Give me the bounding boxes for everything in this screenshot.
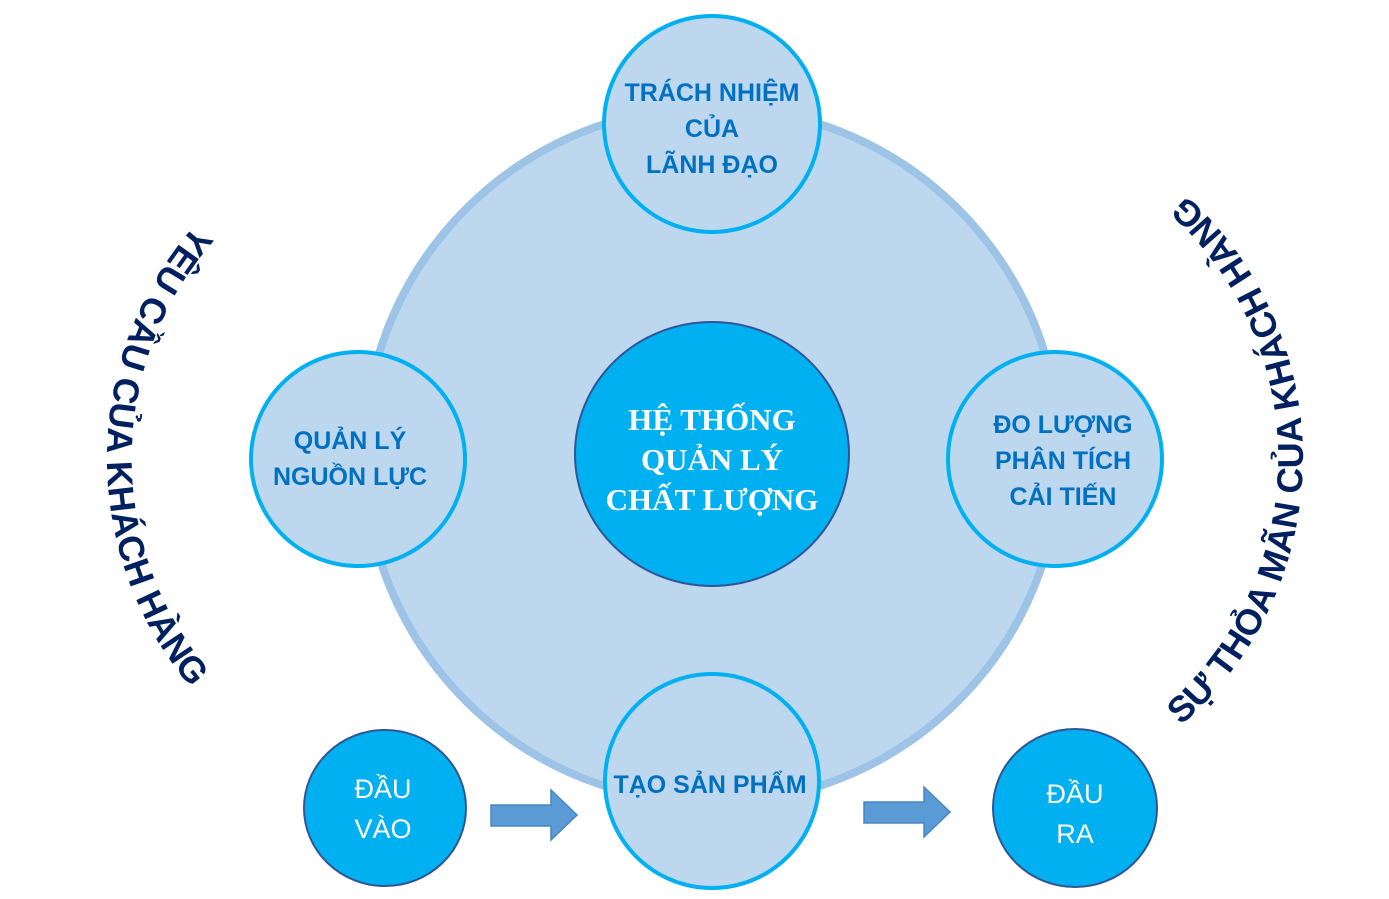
left-arc-label-text: YÊU CẦU CỦA KHÁCH HÀNG: [99, 219, 221, 693]
center-line-3: CHẤT LƯỢNG: [606, 481, 819, 517]
right-arc-label: SỰ THỎA MÃN CỦA KHÁCH HÀNG: [1159, 189, 1311, 731]
output-node: ĐẦU RA: [992, 728, 1158, 888]
input-line-2: VÀO: [354, 814, 411, 844]
node-product: TẠO SẢN PHẨM: [603, 672, 821, 890]
output-line-2: RA: [1056, 819, 1094, 849]
node-resources-line-1: QUẢN LÝ: [294, 425, 407, 455]
node-leadership: TRÁCH NHIỆM CỦA LÃNH ĐẠO: [602, 14, 822, 234]
node-product-line-1: TẠO SẢN PHẨM: [613, 769, 806, 799]
node-measurement-line-1: ĐO LƯỢNG: [993, 411, 1132, 439]
center-node: HỆ THỐNG QUẢN LÝ CHẤT LƯỢNG: [574, 321, 850, 587]
arrow-right-icon: [863, 785, 952, 839]
node-measurement: ĐO LƯỢNG PHÂN TÍCH CẢI TIẾN: [946, 350, 1164, 568]
center-line-1: HỆ THỐNG: [628, 401, 795, 437]
node-measurement-line-2: PHÂN TÍCH: [995, 445, 1131, 475]
node-leadership-line-3: LÃNH ĐẠO: [646, 149, 778, 179]
arrow-right-icon: [490, 788, 579, 842]
node-leadership-line-1: TRÁCH NHIỆM: [625, 77, 800, 107]
node-measurement-line-3: CẢI TIẾN: [1010, 481, 1117, 511]
node-leadership-line-2: CỦA: [685, 113, 739, 143]
left-arc-label: YÊU CẦU CỦA KHÁCH HÀNG: [99, 219, 221, 693]
input-line-1: ĐẦU: [354, 773, 411, 804]
node-resources-line-2: NGUỒN LỰC: [273, 461, 427, 491]
right-arc-label-text: SỰ THỎA MÃN CỦA KHÁCH HÀNG: [1159, 189, 1311, 731]
output-line-1: ĐẦU: [1046, 778, 1103, 809]
node-resources: QUẢN LÝ NGUỒN LỰC: [249, 350, 467, 568]
center-line-2: QUẢN LÝ: [641, 442, 783, 477]
input-node: ĐẦU VÀO: [303, 729, 467, 887]
